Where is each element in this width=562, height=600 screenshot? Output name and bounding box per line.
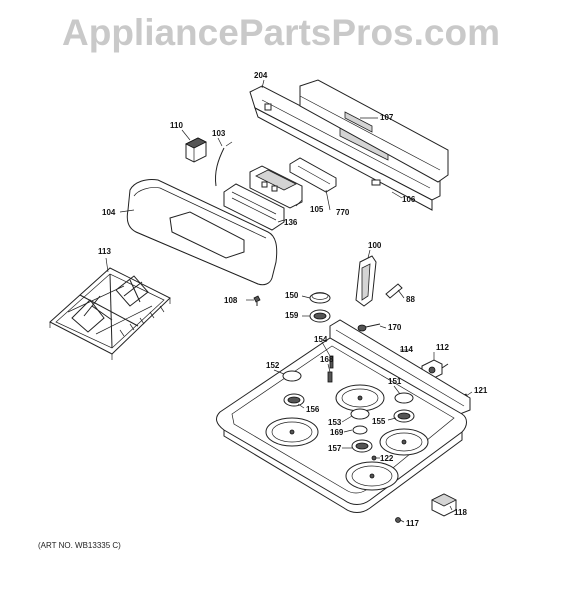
backguard-rear-panel	[249, 85, 441, 211]
part-104-control-panel	[126, 179, 278, 286]
callout-103: 103	[212, 129, 226, 138]
callout-204: 204	[254, 71, 268, 80]
watermark-text: AppliancePartsPros.com	[62, 12, 500, 53]
callout-106: 106	[402, 195, 416, 204]
part-169-burner-cap	[352, 425, 368, 435]
callout-122: 122	[380, 454, 394, 463]
part-170-screw	[357, 323, 381, 332]
part-110-module	[185, 137, 207, 163]
part-136-overlay	[223, 183, 285, 231]
callout-104: 104	[102, 208, 116, 217]
callout-156: 156	[306, 405, 320, 414]
part-113-burner-grate	[49, 267, 171, 360]
part-770-bracket	[289, 157, 337, 193]
callout-153: 153	[328, 418, 342, 427]
callout-151: 151	[388, 377, 402, 386]
callout-88: 88	[406, 295, 415, 304]
part-152-burner-cap	[282, 370, 302, 382]
callout-170: 170	[388, 323, 402, 332]
part-150-burner-cap	[309, 292, 331, 304]
callout-159: 159	[285, 311, 299, 320]
part-122-screw	[371, 455, 377, 461]
art-number: (ART NO. WB13335 C)	[38, 541, 121, 550]
callout-136: 136	[284, 218, 298, 227]
part-154-electrode	[329, 355, 334, 369]
part-117-screw	[395, 517, 401, 523]
leader-lines	[105, 79, 473, 523]
backguard-top-cover	[299, 79, 449, 183]
callout-169: 169	[330, 428, 344, 437]
part-155-burner-head	[393, 409, 415, 423]
callout-110: 110	[170, 121, 183, 130]
callout-100: 100	[368, 241, 382, 250]
part-100-side-bracket	[355, 255, 377, 307]
part-103-harness	[215, 141, 233, 187]
part-153-burner-cap	[350, 408, 370, 420]
callout-168: 168	[320, 355, 334, 364]
callout-154: 154	[314, 335, 328, 344]
callout-113: 113	[98, 247, 111, 256]
callout-150: 150	[285, 291, 299, 300]
callout-labels: 204 107 110 103 104 136 105 770 106 113 …	[98, 71, 488, 528]
callout-121: 121	[474, 386, 488, 395]
part-108-screw	[253, 295, 261, 306]
callout-105: 105	[310, 205, 324, 214]
callout-152: 152	[266, 361, 280, 370]
callout-155: 155	[372, 417, 386, 426]
part-88-pin	[385, 283, 403, 299]
part-118-leveling-foot	[431, 493, 457, 517]
callout-770: 770	[336, 208, 350, 217]
part-151-burner-cap	[394, 392, 414, 404]
callout-117: 117	[406, 519, 419, 528]
callout-157: 157	[328, 444, 342, 453]
callout-107: 107	[380, 113, 394, 122]
callout-114: 114	[400, 345, 413, 354]
callout-108: 108	[224, 296, 238, 305]
callout-118: 118	[454, 508, 467, 517]
part-159-burner-head	[309, 309, 331, 323]
part-105-control-board	[249, 165, 303, 209]
part-157-burner-head	[351, 439, 373, 453]
part-156-burner-head	[283, 393, 305, 407]
part-114-cooktop	[216, 319, 471, 513]
callout-112: 112	[436, 343, 449, 352]
part-168-electrode	[327, 371, 333, 383]
